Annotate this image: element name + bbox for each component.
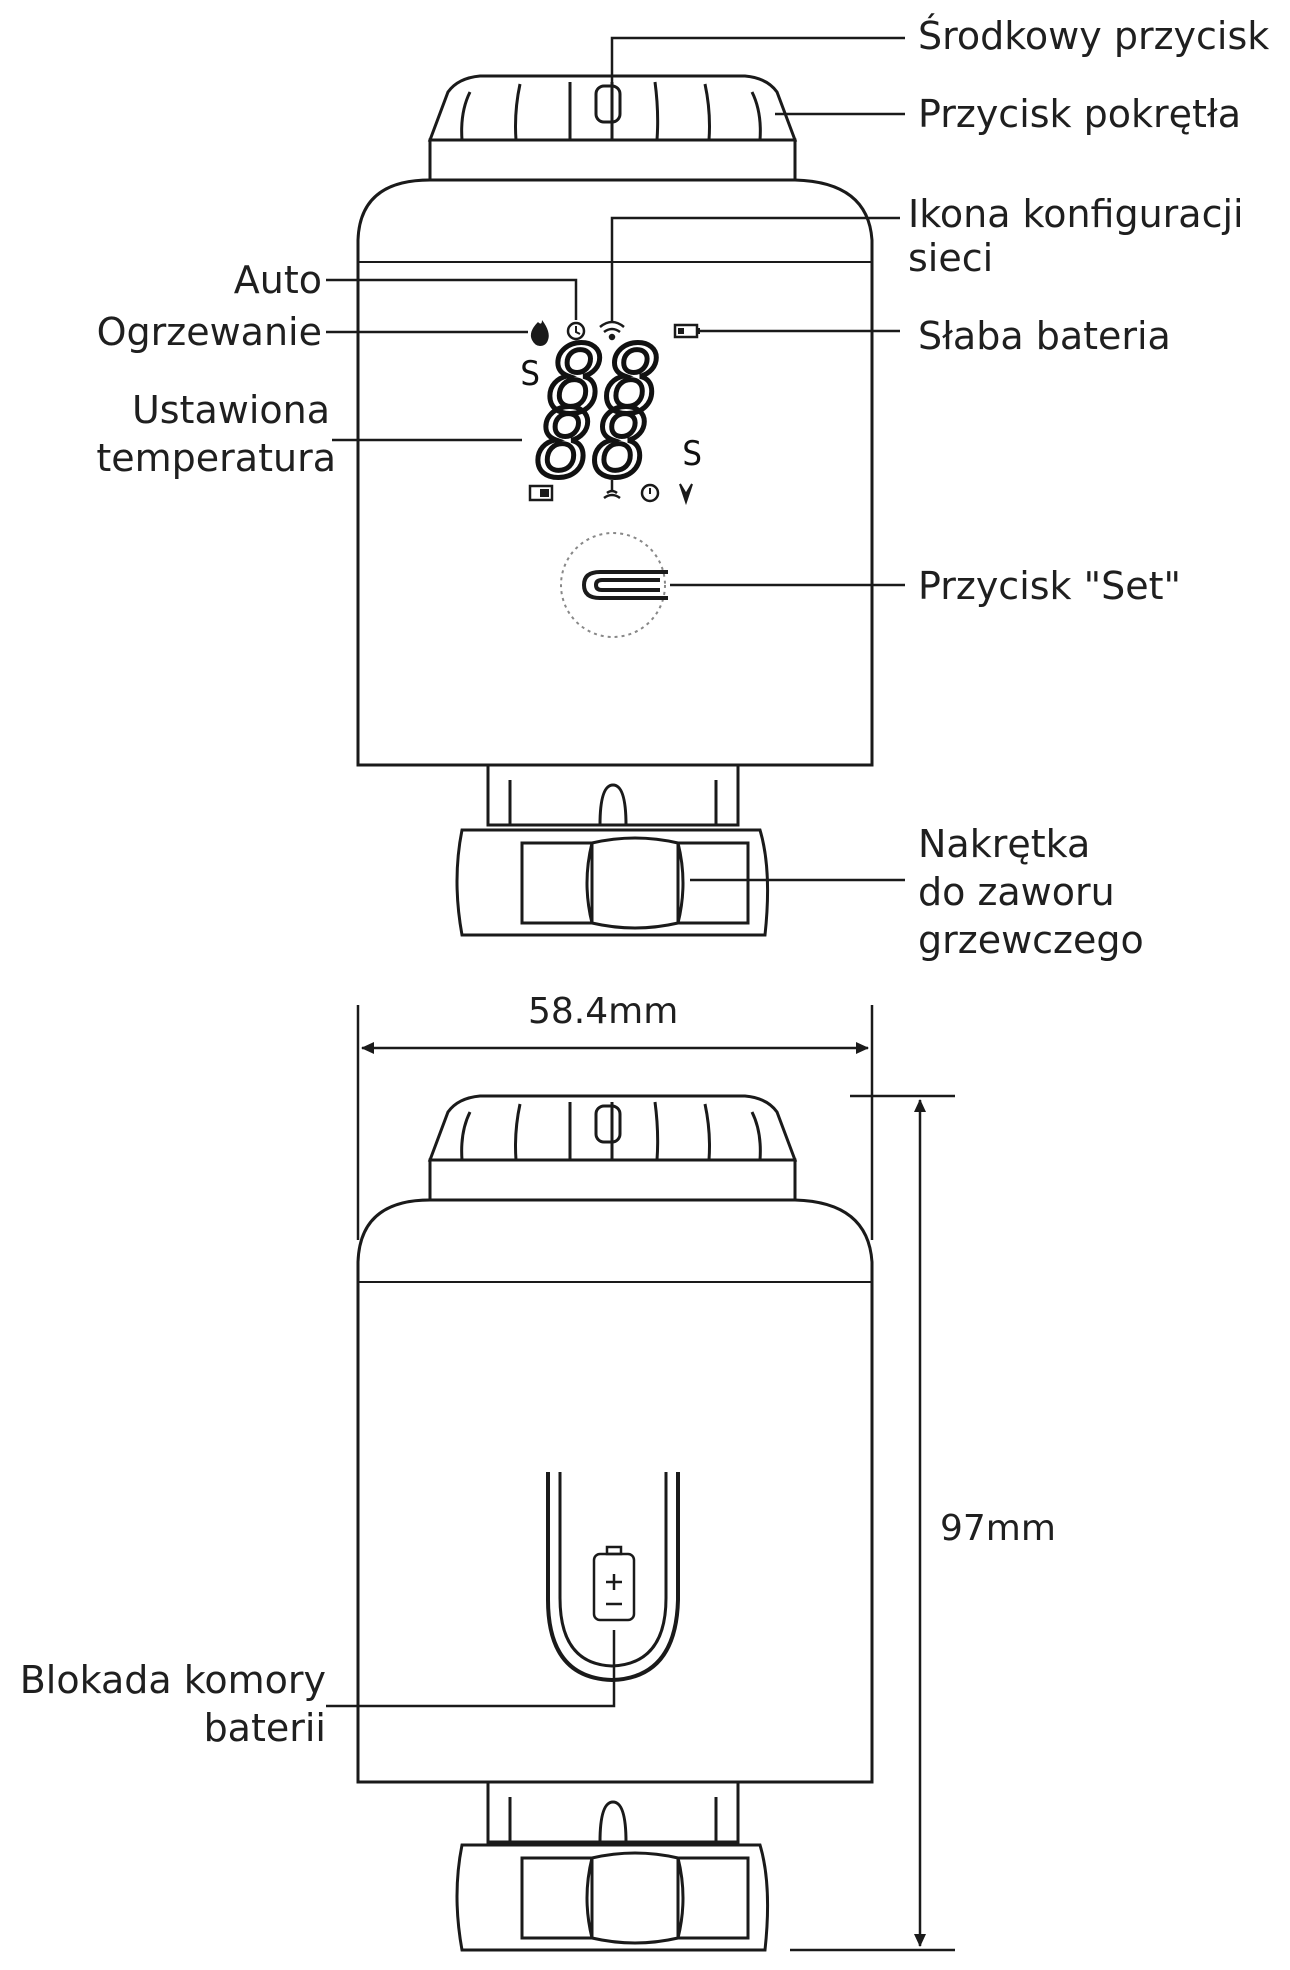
label-low-battery: Słaba bateria bbox=[918, 314, 1171, 358]
device-front-view bbox=[356, 74, 874, 937]
signal-icon bbox=[603, 480, 621, 500]
knob bbox=[427, 74, 798, 182]
label-battery-lock-2: baterii bbox=[203, 1706, 326, 1750]
valve-nut bbox=[455, 828, 770, 937]
leader-network-icon bbox=[610, 216, 900, 322]
display-icons-bottom bbox=[528, 480, 693, 506]
label-network-icon-2: sieci bbox=[908, 236, 994, 280]
label-nut-2: do zaworu bbox=[918, 870, 1115, 914]
label-knob-button: Przycisk pokrętła bbox=[918, 92, 1241, 136]
device-body bbox=[356, 178, 874, 767]
knob-back bbox=[427, 1094, 798, 1202]
leader-lines bbox=[326, 36, 905, 1708]
height-dimension-label: 97mm bbox=[940, 1508, 1056, 1549]
fan-icon bbox=[679, 483, 693, 506]
device-body-back bbox=[356, 1198, 874, 1784]
flame-icon bbox=[530, 320, 549, 346]
label-center-button: Środkowy przycisk bbox=[918, 14, 1270, 58]
display-bottom-digits: 88 bbox=[536, 390, 649, 499]
set-button[interactable] bbox=[560, 532, 668, 638]
label-nut-1: Nakrętka bbox=[918, 822, 1091, 866]
label-battery-lock-1: Blokada komory bbox=[19, 1658, 326, 1702]
valve-nut-back bbox=[455, 1843, 770, 1952]
leader-auto bbox=[326, 278, 578, 320]
label-auto: Auto bbox=[233, 258, 322, 302]
clock-icon bbox=[566, 321, 586, 341]
valve-stem bbox=[486, 763, 740, 827]
label-set-temp-1: Ustawiona bbox=[131, 388, 330, 432]
leader-battery-lock bbox=[326, 1630, 616, 1708]
battery-cell-icon bbox=[592, 1545, 636, 1622]
label-set-button: Przycisk "Set" bbox=[918, 564, 1181, 608]
battery-icon bbox=[528, 484, 554, 502]
display-small-left: S bbox=[520, 354, 540, 394]
timer-icon bbox=[640, 483, 660, 503]
battery-low-icon bbox=[673, 323, 700, 339]
label-heating: Ogrzewanie bbox=[96, 310, 322, 354]
leader-center-button bbox=[610, 36, 905, 88]
lcd-display: S 88 88 S bbox=[520, 324, 702, 502]
set-button-icon bbox=[581, 570, 668, 600]
label-nut-3: grzewczego bbox=[918, 918, 1144, 962]
display-top-digits: 88 bbox=[548, 326, 661, 435]
dimension-lines bbox=[356, 1005, 955, 1952]
width-dimension-label: 58.4mm bbox=[528, 991, 679, 1032]
label-network-icon-1: Ikona konfiguracji bbox=[908, 192, 1244, 236]
display-small-right: S bbox=[682, 434, 702, 474]
label-set-temp-2: temperatura bbox=[96, 436, 336, 480]
device-back-view bbox=[356, 1094, 874, 1952]
valve-stem-back bbox=[486, 1780, 740, 1844]
battery-lock-slot bbox=[546, 1472, 680, 1683]
